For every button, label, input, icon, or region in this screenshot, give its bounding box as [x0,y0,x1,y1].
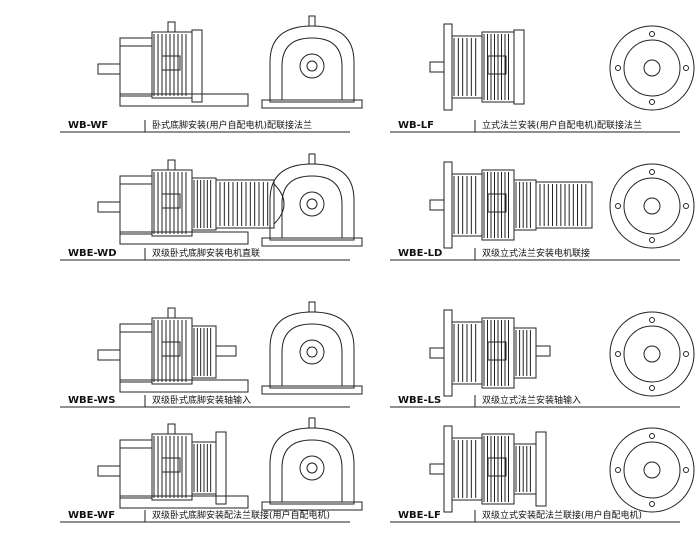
model-description: 双级立式法兰安装轴输入 [482,394,581,406]
mount-diagram-wbe-lf: WBE-LF 双级立式安装配法兰联接(用户自配电机) [390,425,695,523]
model-description: 卧式底脚安装(用户自配电机)配联接法兰 [152,119,312,131]
model-code: WBE-WS [68,395,115,406]
model-code: WBE-WF [68,510,115,521]
model-code: WBE-WD [68,248,117,259]
model-code: WBE-LS [398,395,441,406]
mount-diagram-wbe-ls: WBE-LS 双级立式法兰安装轴输入 [390,309,695,408]
model-description: 双级卧式底脚安装配法兰联接(用户自配电机) [152,509,330,521]
mount-diagram-wb-wf: WB-WF 卧式底脚安装(用户自配电机)配联接法兰 [60,15,363,133]
model-description: 立式法兰安装(用户自配电机)配联接法兰 [482,119,642,131]
model-code: WB-WF [68,120,108,131]
mount-diagram-wbe-ld: WBE-LD 双级立式法兰安装电机联接 [390,161,695,261]
model-description: 双级卧式底脚安装轴输入 [152,394,251,406]
model-description: 双级立式法兰安装电机联接 [482,247,590,259]
mount-diagram-wbe-wd: WBE-WD 双级卧式底脚安装电机直联 [60,153,363,261]
mount-diagram-wb-lf: WB-LF 立式法兰安装(用户自配电机)配联接法兰 [390,23,695,133]
model-code: WB-LF [398,120,434,131]
model-code: WBE-LF [398,510,441,521]
model-description: 双级立式安装配法兰联接(用户自配电机) [482,509,642,521]
mount-diagram-wbe-ws: WBE-WS 双级卧式底脚安装轴输入 [60,301,363,408]
model-description: 双级卧式底脚安装电机直联 [152,247,260,259]
mount-diagram-wbe-wf: WBE-WF 双级卧式底脚安装配法兰联接(用户自配电机) [60,417,363,523]
model-code: WBE-LD [398,248,442,259]
